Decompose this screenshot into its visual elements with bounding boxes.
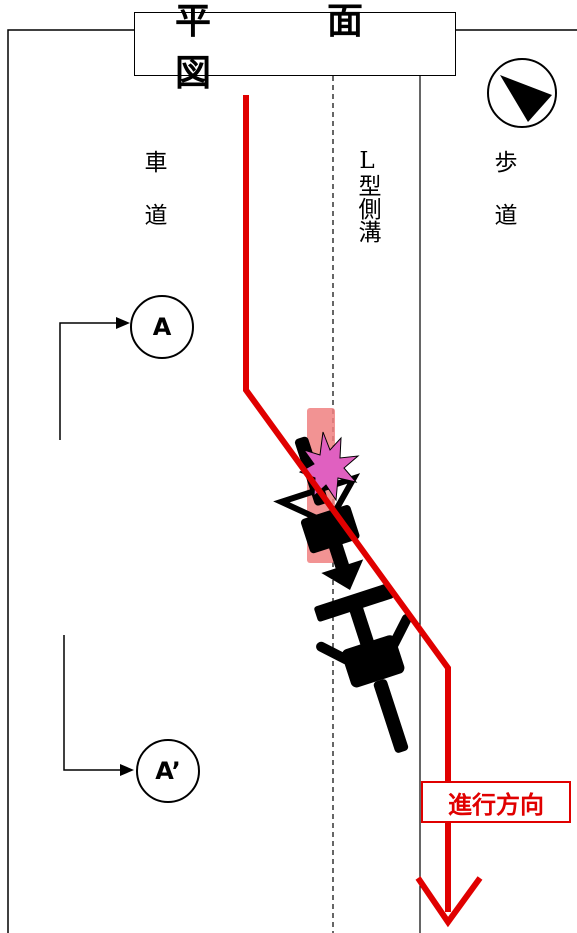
section-arrow-a: [59, 317, 130, 440]
impact-burst-icon: [298, 431, 360, 502]
bicycle-icon: [273, 436, 412, 753]
section-marker-a-prime: A’: [136, 739, 200, 803]
label-gutter: L型側溝: [354, 148, 380, 243]
travel-path: [243, 95, 451, 912]
direction-label: 進行方向: [421, 781, 571, 823]
frame-left-edge: [7, 29, 134, 933]
travel-arrowhead: [415, 876, 483, 928]
label-sidewalk: 歩道: [490, 150, 516, 256]
label-road: 車道: [140, 150, 166, 256]
north-arrow-icon: [487, 58, 557, 128]
page-title: 平 面 図: [134, 1, 456, 94]
section-arrow-a-prime: [63, 635, 134, 776]
section-marker-a: A: [130, 295, 194, 359]
